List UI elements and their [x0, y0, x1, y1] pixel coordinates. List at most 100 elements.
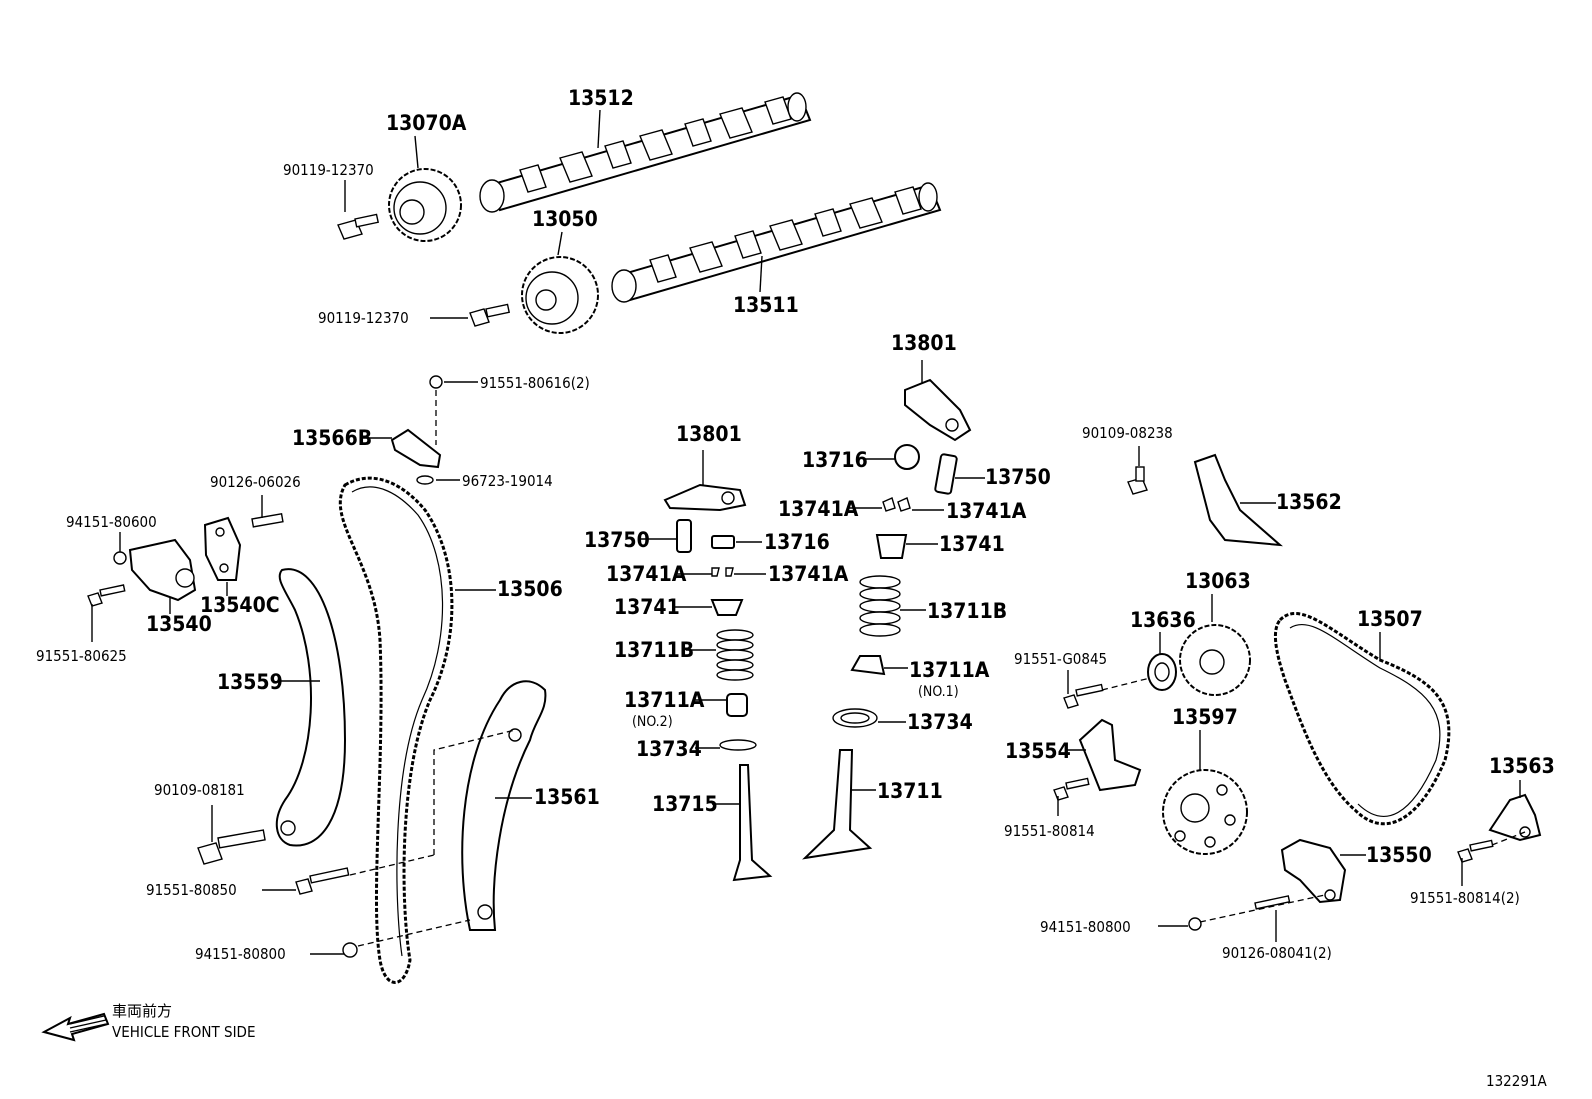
label-13511: 13511 — [733, 293, 799, 317]
label-13711B-left: 13711B — [614, 638, 694, 662]
washer-13734-right[interactable] — [832, 708, 878, 728]
retainer-13741-left[interactable] — [710, 599, 744, 616]
label-no1: (NO.1) — [918, 684, 959, 700]
label-13070A: 13070A — [386, 111, 467, 135]
label-13741A-right-1: 13741A — [778, 497, 859, 521]
label-13711B-right: 13711B — [927, 599, 1007, 623]
cap-13716-left[interactable] — [711, 535, 735, 549]
oring-96723-19014[interactable] — [416, 475, 434, 485]
tensioner-arm-13561[interactable] — [461, 680, 547, 931]
label-13550: 13550 — [1366, 843, 1432, 867]
label-94151-80600: 94151-80600 — [66, 513, 157, 531]
cam-gear-13070A[interactable] — [388, 168, 462, 242]
guide-13563[interactable] — [1488, 793, 1542, 842]
nut-94151-80600[interactable] — [113, 551, 127, 565]
label-13715: 13715 — [652, 792, 718, 816]
guide-13554[interactable] — [1078, 718, 1142, 792]
label-90126-06026: 90126-06026 — [210, 473, 301, 491]
guide-13562[interactable] — [1193, 453, 1283, 547]
label-13750-right: 13750 — [985, 465, 1051, 489]
camshaft-13511[interactable] — [611, 182, 942, 303]
spring-13711B-left[interactable] — [716, 629, 754, 681]
stud-90126-06026[interactable] — [251, 512, 284, 528]
label-90126-08041: 90126-08041(2) — [1222, 944, 1332, 962]
bolt-90119-12370-top[interactable] — [337, 213, 380, 240]
label-91551-G0845: 91551-G0845 — [1014, 650, 1107, 668]
lash-adjuster-13750-left[interactable] — [676, 519, 692, 553]
timing-chain-13506[interactable] — [338, 476, 454, 984]
bolt-91551-80814[interactable] — [1053, 777, 1090, 801]
cap-13716-right[interactable] — [894, 444, 920, 470]
washer-13734-left[interactable] — [719, 739, 757, 751]
seal-13711A-left[interactable] — [726, 693, 748, 717]
label-13711: 13711 — [877, 779, 943, 803]
label-13540: 13540 — [146, 612, 212, 636]
direction-label-en: VEHICLE FRONT SIDE — [112, 1023, 255, 1041]
gasket-13540C[interactable] — [203, 516, 242, 581]
sprocket-13063[interactable] — [1179, 624, 1251, 696]
sprocket-13597[interactable] — [1162, 769, 1248, 855]
label-13741-left: 13741 — [614, 595, 680, 619]
label-90119-12370-top: 90119-12370 — [283, 161, 374, 179]
label-13716-left: 13716 — [764, 530, 830, 554]
bolt-91551-80850[interactable] — [295, 867, 350, 895]
rocker-arm-13801-left[interactable] — [663, 483, 747, 512]
cam-gear-13050[interactable] — [521, 256, 599, 334]
bolt-91551-80814-2[interactable] — [1457, 839, 1494, 863]
bolt-91551-80616[interactable] — [429, 375, 443, 445]
bracket-13566B[interactable] — [390, 428, 442, 469]
timing-chain-13507[interactable] — [1274, 612, 1451, 826]
retainer-13741-right[interactable] — [875, 534, 908, 559]
label-13716-right: 13716 — [802, 448, 868, 472]
label-91551-80616: 91551-80616(2) — [480, 374, 590, 392]
keys-13741A-left[interactable] — [711, 567, 734, 577]
label-13559: 13559 — [217, 670, 283, 694]
tensioner-13550[interactable] — [1280, 838, 1347, 904]
label-13636: 13636 — [1130, 608, 1196, 632]
bolt-90109-08181[interactable] — [197, 829, 266, 865]
label-13741A-right-2: 13741A — [946, 499, 1027, 523]
label-90119-12370-bottom: 90119-12370 — [318, 309, 409, 327]
direction-label-jp: 車両前方 — [112, 1002, 172, 1020]
rocker-arm-13801-right[interactable] — [904, 378, 972, 442]
bolt-91551-G0845[interactable] — [1063, 683, 1104, 709]
label-13741A-left-1: 13741A — [606, 562, 687, 586]
nut-94151-80800-right[interactable] — [1188, 917, 1202, 931]
keys-13741A-right[interactable] — [882, 497, 911, 512]
label-13512: 13512 — [568, 86, 634, 110]
stud-90126-08041[interactable] — [1254, 895, 1291, 910]
label-13063: 13063 — [1185, 569, 1251, 593]
label-no2: (NO.2) — [632, 714, 673, 730]
nut-94151-80800-left[interactable] — [342, 942, 358, 958]
bushing-13636[interactable] — [1147, 653, 1177, 691]
camshaft-13512[interactable] — [479, 92, 812, 213]
bolt-90109-08238[interactable] — [1127, 466, 1148, 495]
chain-tensioner-13540[interactable] — [128, 538, 197, 602]
vehicle-front-arrow — [41, 1012, 110, 1042]
label-13801-right: 13801 — [891, 331, 957, 355]
label-13507: 13507 — [1357, 607, 1423, 631]
lash-adjuster-13750-right[interactable] — [934, 453, 958, 495]
label-13750-left: 13750 — [584, 528, 650, 552]
bolt-90119-12370-bottom[interactable] — [469, 303, 511, 327]
label-13561: 13561 — [534, 785, 600, 809]
label-13563: 13563 — [1489, 754, 1555, 778]
label-13566B: 13566B — [292, 426, 372, 450]
bolt-91551-80625[interactable] — [87, 584, 126, 607]
label-13741-right: 13741 — [939, 532, 1005, 556]
label-13540C: 13540C — [200, 593, 280, 617]
valve-13711[interactable] — [802, 749, 873, 860]
chain-guide-13559[interactable] — [275, 568, 347, 847]
label-13734-right: 13734 — [907, 710, 973, 734]
valve-13715[interactable] — [732, 764, 773, 882]
seal-13711A-right[interactable] — [850, 655, 886, 676]
label-90109-08238: 90109-08238 — [1082, 424, 1173, 442]
spring-13711B-right[interactable] — [859, 575, 901, 637]
label-13711A-right: 13711A — [909, 658, 990, 682]
label-13597: 13597 — [1172, 705, 1238, 729]
figure-id: 132291A — [1486, 1072, 1548, 1090]
label-91551-80850: 91551-80850 — [146, 881, 237, 899]
label-91551-80625: 91551-80625 — [36, 647, 127, 665]
label-13554: 13554 — [1005, 739, 1071, 763]
